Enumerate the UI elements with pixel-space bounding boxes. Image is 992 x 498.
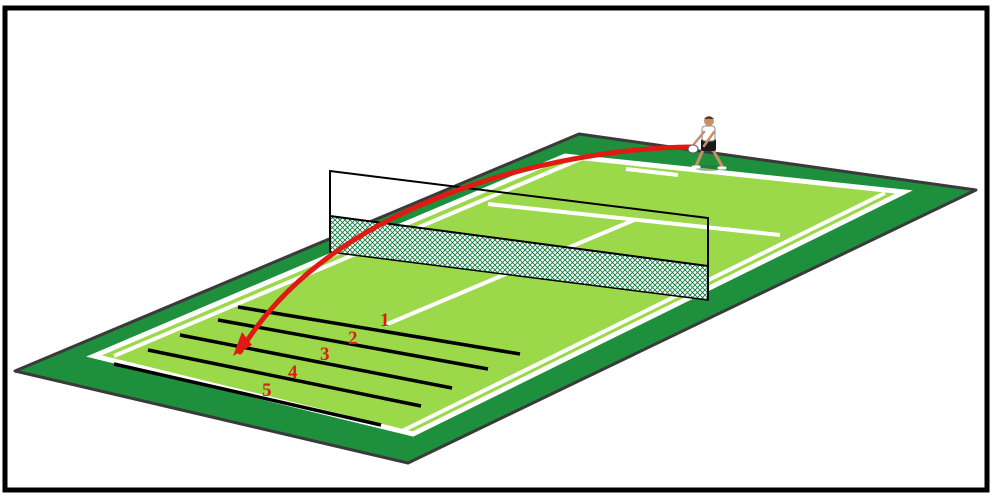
zone-label-1: 1 (380, 310, 390, 331)
zone-label-4: 4 (288, 362, 298, 383)
zone-label-3: 3 (320, 344, 330, 365)
zone-label-5: 5 (262, 380, 272, 401)
zone-label-2: 2 (348, 328, 358, 349)
